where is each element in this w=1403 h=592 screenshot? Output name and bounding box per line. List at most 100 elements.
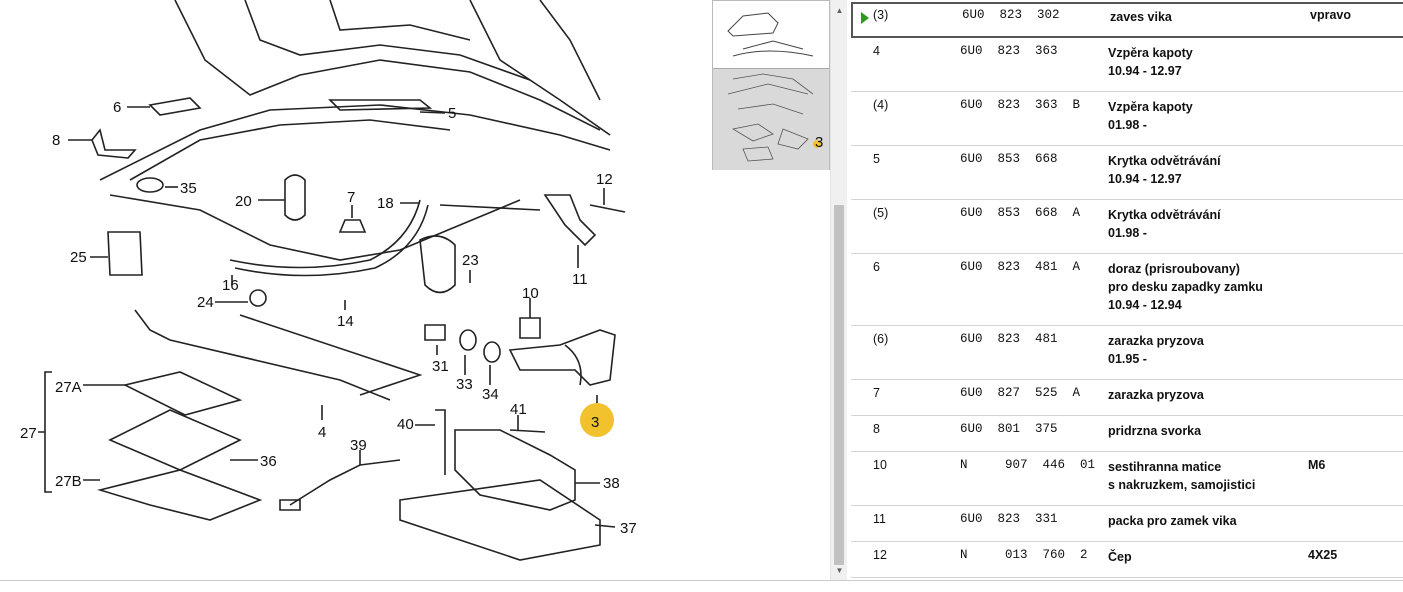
position-number: (4) <box>873 98 889 112</box>
description-line: Vzpěra kapoty <box>1108 100 1193 114</box>
callout-label-23[interactable]: 23 <box>462 252 479 269</box>
callout-label-24[interactable]: 24 <box>197 294 214 311</box>
callout-label-7[interactable]: 7 <box>347 189 355 206</box>
part-number: 6U0 823 302 <box>962 8 1060 22</box>
callout-label-5[interactable]: 5 <box>448 105 456 122</box>
position-number: 7 <box>873 386 880 400</box>
exploded-view-drawing: 6 5 8 35 20 7 18 12 25 23 11 24 16 14 10 31 33 34 27A 3 27 40… <box>20 0 637 561</box>
parts-row[interactable]: 5 6U0 853 668 Krytka odvětrávání 10.94 - 12… <box>851 146 1403 200</box>
callout-label-40[interactable]: 40 <box>397 416 414 433</box>
part-description: Čep <box>1108 548 1132 566</box>
part-number: N 013 760 2 <box>960 548 1088 562</box>
callout-label-41[interactable]: 41 <box>510 401 527 418</box>
callout-label-31[interactable]: 31 <box>432 358 449 375</box>
callout-label-20[interactable]: 20 <box>235 193 252 210</box>
part-extra-info: 4X25 <box>1308 548 1338 562</box>
part-number: N 907 446 01 <box>960 458 1096 472</box>
callout-label-27[interactable]: 27 <box>20 425 37 442</box>
description-line: 01.98 - <box>1108 118 1147 132</box>
callout-label-11[interactable]: 11 <box>572 271 588 288</box>
callout-label-10[interactable]: 10 <box>522 285 539 302</box>
callout-label-37[interactable]: 37 <box>620 520 637 537</box>
callout-labels: 6 5 8 35 20 7 18 12 25 23 11 24 16 14 10 31 33 34 27A 3 27 40… <box>20 99 637 537</box>
selected-row-play-icon <box>861 12 869 24</box>
part-extra-info: vpravo <box>1310 8 1351 22</box>
part-number: 6U0 823 481 <box>960 332 1058 346</box>
position-number: 5 <box>873 152 880 166</box>
part-number: 6U0 823 363 <box>960 44 1058 58</box>
part-number: 6U0 853 668 A <box>960 206 1081 220</box>
callout-label-3[interactable]: 3 <box>591 414 599 431</box>
part-number: 6U0 853 668 <box>960 152 1058 166</box>
thumbnail-current[interactable]: 3 <box>713 68 829 170</box>
description-line: Krytka odvětrávání <box>1108 154 1221 168</box>
description-line: doraz (prisroubovany) <box>1108 262 1240 276</box>
parts-row[interactable]: 12 N 013 760 2 Čep 4X25 <box>851 542 1403 578</box>
part-description: doraz (prisroubovany) pro desku zapadky z… <box>1108 260 1263 314</box>
part-number: 6U0 801 375 <box>960 422 1058 436</box>
callout-label-39[interactable]: 39 <box>350 437 367 454</box>
part-description: pridrzna svorka <box>1108 422 1201 440</box>
thumbnail-panel[interactable]: 3 <box>712 0 830 170</box>
diagram-thumbnail-icon: 3 <box>727 73 823 162</box>
part-description: Krytka odvětrávání 10.94 - 12.97 <box>1108 152 1221 188</box>
parts-row[interactable]: (3) 6U0 823 302 zaves vika vpravo <box>851 2 1403 38</box>
callout-label-27B[interactable]: 27B <box>55 473 82 490</box>
scroll-up-icon[interactable]: ▲ <box>835 6 844 15</box>
description-line: zarazka pryzova <box>1108 334 1204 348</box>
scroll-down-icon[interactable]: ▼ <box>835 566 844 575</box>
callout-label-27A[interactable]: 27A <box>55 379 82 396</box>
description-line: zarazka pryzova <box>1108 388 1204 402</box>
callout-label-18[interactable]: 18 <box>377 195 394 212</box>
callout-label-4[interactable]: 4 <box>318 424 326 441</box>
thumbnail-overview[interactable] <box>713 1 829 67</box>
thumbnail-highlight-label: 3 <box>815 134 823 151</box>
description-line: 10.94 - 12.97 <box>1108 64 1182 78</box>
callout-label-8[interactable]: 8 <box>52 132 60 149</box>
position-number: (3) <box>873 8 889 22</box>
part-description: zarazka pryzova <box>1108 386 1204 404</box>
callout-label-36[interactable]: 36 <box>260 453 277 470</box>
part-description: zaves vika <box>1110 8 1172 26</box>
callout-label-25[interactable]: 25 <box>70 249 87 266</box>
vertical-scrollbar[interactable]: ▲ ▼ <box>830 0 847 580</box>
callout-label-12[interactable]: 12 <box>596 171 613 188</box>
bottom-divider <box>0 580 1403 581</box>
description-line: Krytka odvětrávání <box>1108 208 1221 222</box>
position-number: 12 <box>873 548 887 562</box>
callout-label-14[interactable]: 14 <box>337 313 354 330</box>
description-line: s nakruzkem, samojistici <box>1108 478 1256 492</box>
position-number: (5) <box>873 206 889 220</box>
callout-label-6[interactable]: 6 <box>113 99 121 116</box>
scroll-thumb[interactable] <box>834 205 844 565</box>
callout-label-16[interactable]: 16 <box>222 277 239 294</box>
part-number: 6U0 823 331 <box>960 512 1058 526</box>
callout-label-35[interactable]: 35 <box>180 180 197 197</box>
position-number: 6 <box>873 260 880 274</box>
part-number: 6U0 823 481 A <box>960 260 1081 274</box>
description-line: zaves vika <box>1110 10 1172 24</box>
parts-diagram: 6 5 8 35 20 7 18 12 25 23 11 24 16 14 10 31 33 34 27A 3 27 40… <box>0 0 705 587</box>
parts-row[interactable]: 6 6U0 823 481 A doraz (prisroubovany) pro d… <box>851 254 1403 326</box>
description-line: Čep <box>1108 550 1132 564</box>
callout-label-38[interactable]: 38 <box>603 475 620 492</box>
description-line: pro desku zapadky zamku <box>1108 280 1263 294</box>
description-line: 10.94 - 12.94 <box>1108 298 1182 312</box>
description-line: 10.94 - 12.97 <box>1108 172 1182 186</box>
callout-label-33[interactable]: 33 <box>456 376 473 393</box>
callout-label-34[interactable]: 34 <box>482 386 499 403</box>
part-extra-info: M6 <box>1308 458 1326 472</box>
car-thumbnail-icon <box>727 12 814 57</box>
position-number: 11 <box>873 512 886 526</box>
